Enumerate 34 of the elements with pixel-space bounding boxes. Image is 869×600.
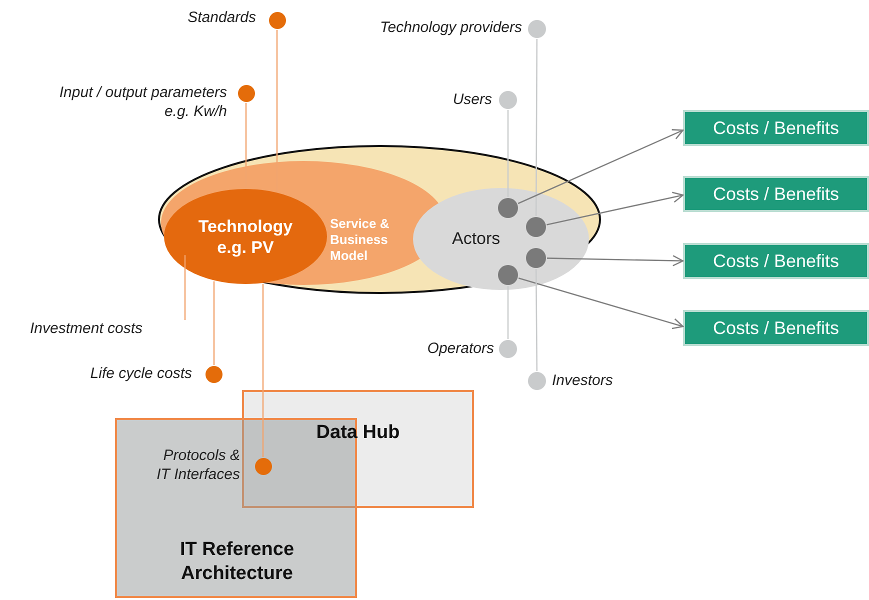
arrow (518, 277, 684, 330)
callout-label: Protocols & IT Interfaces (156, 446, 240, 484)
callout-label: Input / output parameters e.g. Kw/h (58, 83, 227, 121)
heading-text: IT Reference Architecture (178, 538, 296, 586)
leader-line (507, 110, 509, 197)
callout-label: Users (452, 90, 492, 109)
callout-label: Investment costs (30, 320, 144, 337)
label-text: Costs / Benefits (712, 184, 840, 204)
cost-benefit-box (683, 243, 869, 279)
label-text: Costs / Benefits (712, 318, 840, 338)
ellipse-label: Service & Business Model (330, 216, 390, 264)
callout-label: Investors (552, 371, 614, 390)
arrow (518, 129, 684, 204)
arrow (546, 255, 684, 266)
leader-line (184, 255, 186, 320)
arrow (546, 192, 684, 226)
leader-line (213, 281, 215, 365)
callout-label: Technology providers (378, 18, 522, 37)
ellipse-label: Actors (452, 229, 500, 249)
label-text: Costs / Benefits (712, 118, 840, 138)
callout-label: Operators (426, 339, 494, 358)
architecture-panel (115, 418, 357, 598)
callout-label: Life cycle costs (89, 364, 192, 383)
cost-benefit-box (683, 110, 869, 146)
label-text: Costs / Benefits (712, 250, 840, 272)
data-hub-panel (242, 390, 474, 508)
leader-line (507, 286, 509, 339)
leader-line (262, 284, 264, 457)
leader-line (535, 269, 538, 371)
cost-benefit-box (683, 176, 869, 212)
leader-line (535, 39, 538, 216)
ellipse-label: Technology e.g. PV (197, 216, 294, 258)
callout-label: Standards (186, 8, 256, 27)
cost-benefit-box (683, 310, 869, 346)
